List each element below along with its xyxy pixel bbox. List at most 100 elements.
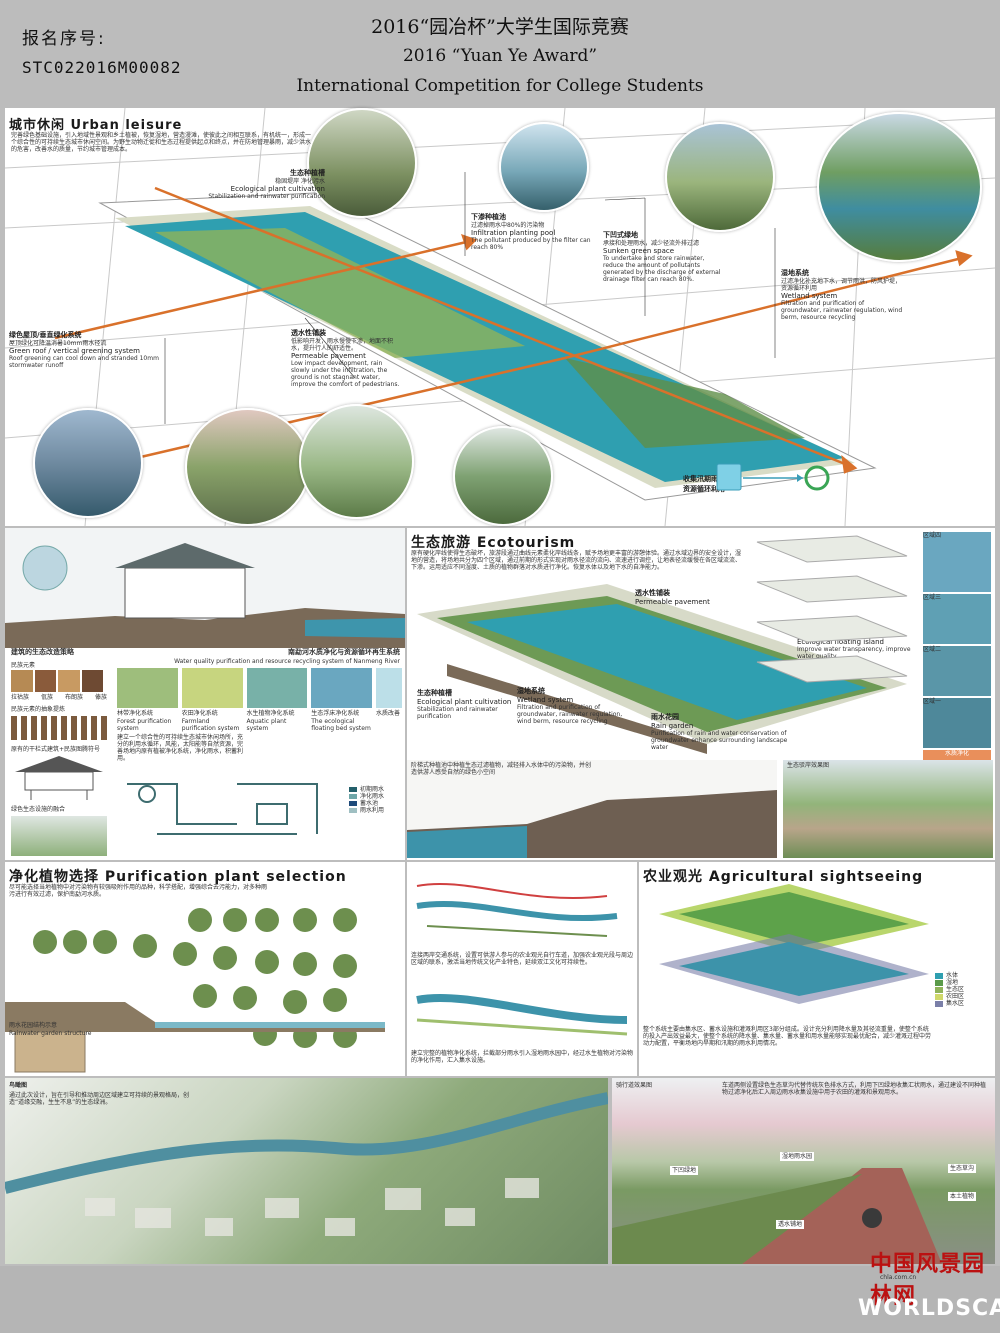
eco-permeable-en: Permeable pavement — [635, 598, 710, 606]
agri-legend-swatch — [935, 1000, 943, 1007]
folk-swatch — [11, 670, 33, 692]
green-fusion-image — [11, 816, 107, 856]
folk-names: 拉祜族 佤族 布朗族 傣族 — [11, 694, 107, 701]
footer: 中国风景园林网 chla.com.cn WORLDSCAPE — [0, 1251, 1000, 1333]
label-collect-rain-2: 资源循环利用 — [683, 485, 725, 493]
zone-legend: 区域四 区域三 区域二 区域一 水质净化 — [923, 532, 991, 762]
eco-wetland-en: Wetland system — [517, 696, 574, 704]
ecotourism-intro: 原有硬化岸线使得生态破坏，旅游段通过曲线元素柔化岸线线条，赋予场地更丰富的游憩体… — [411, 550, 742, 571]
eco-rain-cn: 雨水花园 — [651, 713, 679, 721]
ride-view — [612, 1168, 942, 1264]
eco-bank-photo — [783, 760, 993, 858]
label-permeable-cn: 透水性铺装 — [291, 329, 326, 337]
photo-green-roof — [33, 408, 143, 518]
route-map-2 — [416, 993, 628, 1036]
agri-legend-item: 集水区 — [935, 1000, 964, 1007]
photo-wetland — [817, 112, 982, 262]
agri-legend-label: 农田区 — [946, 993, 965, 1000]
label-permeable-desc: Low impact development, rain slowly unde… — [291, 360, 400, 388]
urban-leisure-intro: 完善绿色基础设施，引入地域性景观和乡土植被，恢复湿地，营造漫滩，使彼此之间相互联… — [11, 132, 312, 153]
strategy-title: 建筑的生态改造策略 — [11, 648, 74, 656]
agri-legend-swatch — [935, 972, 943, 979]
legend-item: 净化雨水 — [349, 793, 384, 800]
urban-leisure-title: 城市休闲 Urban leisure — [9, 118, 183, 133]
folk-name: 拉祜族 — [11, 694, 30, 701]
eco-wetland-desc: Filtration and purification of groundwat… — [517, 704, 623, 725]
sewage-title-en: Water quality purification and resource … — [174, 658, 400, 665]
building-section-drawing — [5, 528, 405, 648]
folk-name: 布朗族 — [64, 694, 83, 701]
zone-4: 区域四 — [923, 532, 991, 592]
ride-title: 骑行道效果图 — [616, 1082, 653, 1089]
eco-plant-desc: Stabilization and rainwater purification — [417, 706, 498, 720]
agri-legend-swatch — [935, 986, 943, 993]
agri-legend-swatch — [935, 993, 943, 1000]
agri-panel: 农业观光 Agricultural sightseeing 水体 湿地 生态区 … — [639, 862, 995, 1076]
green-fusion: 绿色生态设施的融合 — [11, 806, 66, 813]
stage-labels: 林带净化系统 农田净化系统 水生植物净化系统 生态浮床净化系统 水质改善 — [117, 710, 402, 717]
label-infiltration-sub: 过滤掉雨水中80%的污染物 — [471, 222, 545, 229]
photo-sunken-green — [665, 122, 775, 232]
label-green-roof-en: Green roof / vertical greening system — [9, 347, 140, 355]
eco-floating-desc: Improve water transparency, improve wate… — [797, 646, 911, 660]
agri-legend-label: 湿地 — [946, 979, 959, 986]
ecotourism-panel: 生态旅游 Ecotourism 原有硬化岸线使得生态破坏，旅游段通过曲线元素柔化… — [407, 528, 995, 860]
tag-permeable: 透水铺地 — [776, 1220, 805, 1229]
aerial-panel: 鸟瞰图 通过此次设计，旨在引导和推动周边区域建立可持续的景观格局，创造“道缘交融… — [5, 1078, 608, 1264]
agri-legend-swatch — [935, 979, 943, 986]
label-green-roof-desc: Roof greening can cool down and stranded… — [9, 355, 159, 369]
eco-label-rain-garden: 雨水花园 Rain garden Purification of rain an… — [651, 712, 801, 751]
watermark-logo: 中国风景园林网 — [870, 1251, 986, 1309]
legend-item: 雨水利用 — [349, 807, 384, 814]
stage-labels-en: Forest purification system Farmland puri… — [117, 718, 402, 732]
origin-building: 原有的干栏式建筑+民族图腾符号 — [11, 746, 101, 753]
ecotourism-title: 生态旅游 Ecotourism — [411, 535, 576, 551]
tag-grass-swale: 生态草沟 — [948, 1164, 977, 1173]
agri-axonometric — [659, 884, 929, 1004]
label-collect-rain: 收集汛期雨水 资源循环利用 — [645, 474, 725, 494]
label-eco-plant: 生态种植槽 稳固堤岸 净化污水 Ecological plant cultiva… — [205, 168, 325, 200]
zone-label: 区域一 — [923, 698, 942, 705]
ride-desc: 车道两侧设置绿色生态草沟代替传统灰色排水方式，利用下凹绿地收集汇状雨水，通过建设… — [722, 1082, 987, 1096]
legend-label: 初期雨水 — [360, 786, 385, 793]
folk-swatches — [11, 670, 103, 692]
eco-plant-cn: 生态种植槽 — [417, 689, 452, 697]
eco-bank-title: 生态驳岸效果图 — [787, 762, 830, 769]
photo-infiltration-pool — [499, 122, 589, 212]
photo-boardwalk — [185, 408, 310, 526]
photo-eco-plant-bed — [307, 108, 417, 218]
ecotourism-section — [407, 760, 777, 858]
label-sunken-cn: 下凹式绿地 — [603, 231, 638, 239]
tag-native-plants: 本土植物 — [948, 1192, 977, 1201]
stage-label: 生态浮床净化系统 — [311, 710, 360, 717]
ride-panel: 骑行道效果图 车道两侧设置绿色生态草沟代替传统灰色排水方式，利用下凹绿地收集汇状… — [612, 1078, 995, 1264]
label-sunken-en: Sunken green space — [603, 247, 675, 255]
stage-label: 水质改善 — [376, 710, 401, 717]
agri-legend-label: 生态区 — [946, 986, 965, 993]
ecotourism-axonometric — [417, 584, 907, 754]
legend-item: 初期雨水 — [349, 786, 384, 793]
eco-rain-en: Rain garden — [651, 722, 694, 730]
label-eco-plant-sub: 稳固堤岸 净化污水 — [275, 178, 325, 185]
eco-rain-desc: Purification of rain and water conservat… — [651, 730, 788, 751]
poster-title-en: 2016 “Yuan Ye Award” — [402, 46, 598, 66]
label-infiltration: 下渗种植池 过滤掉雨水中80%的污染物 Infiltration plantin… — [471, 212, 597, 251]
label-infiltration-desc: The pollutant produced by the filter can… — [471, 237, 591, 251]
sewage-title: 南勐河水质净化与资源循环再生系统 — [288, 648, 400, 656]
stage-label-en: Forest purification system — [117, 718, 172, 732]
label-infiltration-cn: 下渗种植池 — [471, 213, 506, 221]
aerial-title: 鸟瞰图 — [9, 1082, 28, 1089]
label-green-roof: 绿色屋顶/垂直绿化系统 屋顶绿化可降温消暑10mm雨水径流 Green roof… — [9, 330, 159, 369]
water-cycle-diagram — [127, 783, 318, 835]
eco-wetland-cn: 湿地系统 — [517, 687, 545, 695]
legend-label: 蓄水池 — [360, 800, 379, 807]
label-collect-rain-1: 收集汛期雨水 — [683, 475, 725, 483]
label-wetland-cn: 湿地系统 — [781, 269, 809, 277]
zone-3: 区域三 — [923, 594, 991, 644]
agri-desc: 整个系统主要由集水区、蓄水设施和灌溉利用区3部分组成。设计充分利用降水量及其径流… — [643, 1026, 932, 1047]
eco-floating-en: Ecological floating island — [797, 638, 884, 646]
aerial-desc: 通过此次设计，旨在引导和推动周边区域建立可持续的景观格局，创造“道缘交融，生生不… — [9, 1092, 190, 1106]
stage-label: 农田净化系统 — [181, 710, 218, 717]
agri-legend: 水体 湿地 生态区 农田区 集水区 — [935, 972, 964, 1007]
stage-label: 水生植物净化系统 — [246, 710, 295, 717]
